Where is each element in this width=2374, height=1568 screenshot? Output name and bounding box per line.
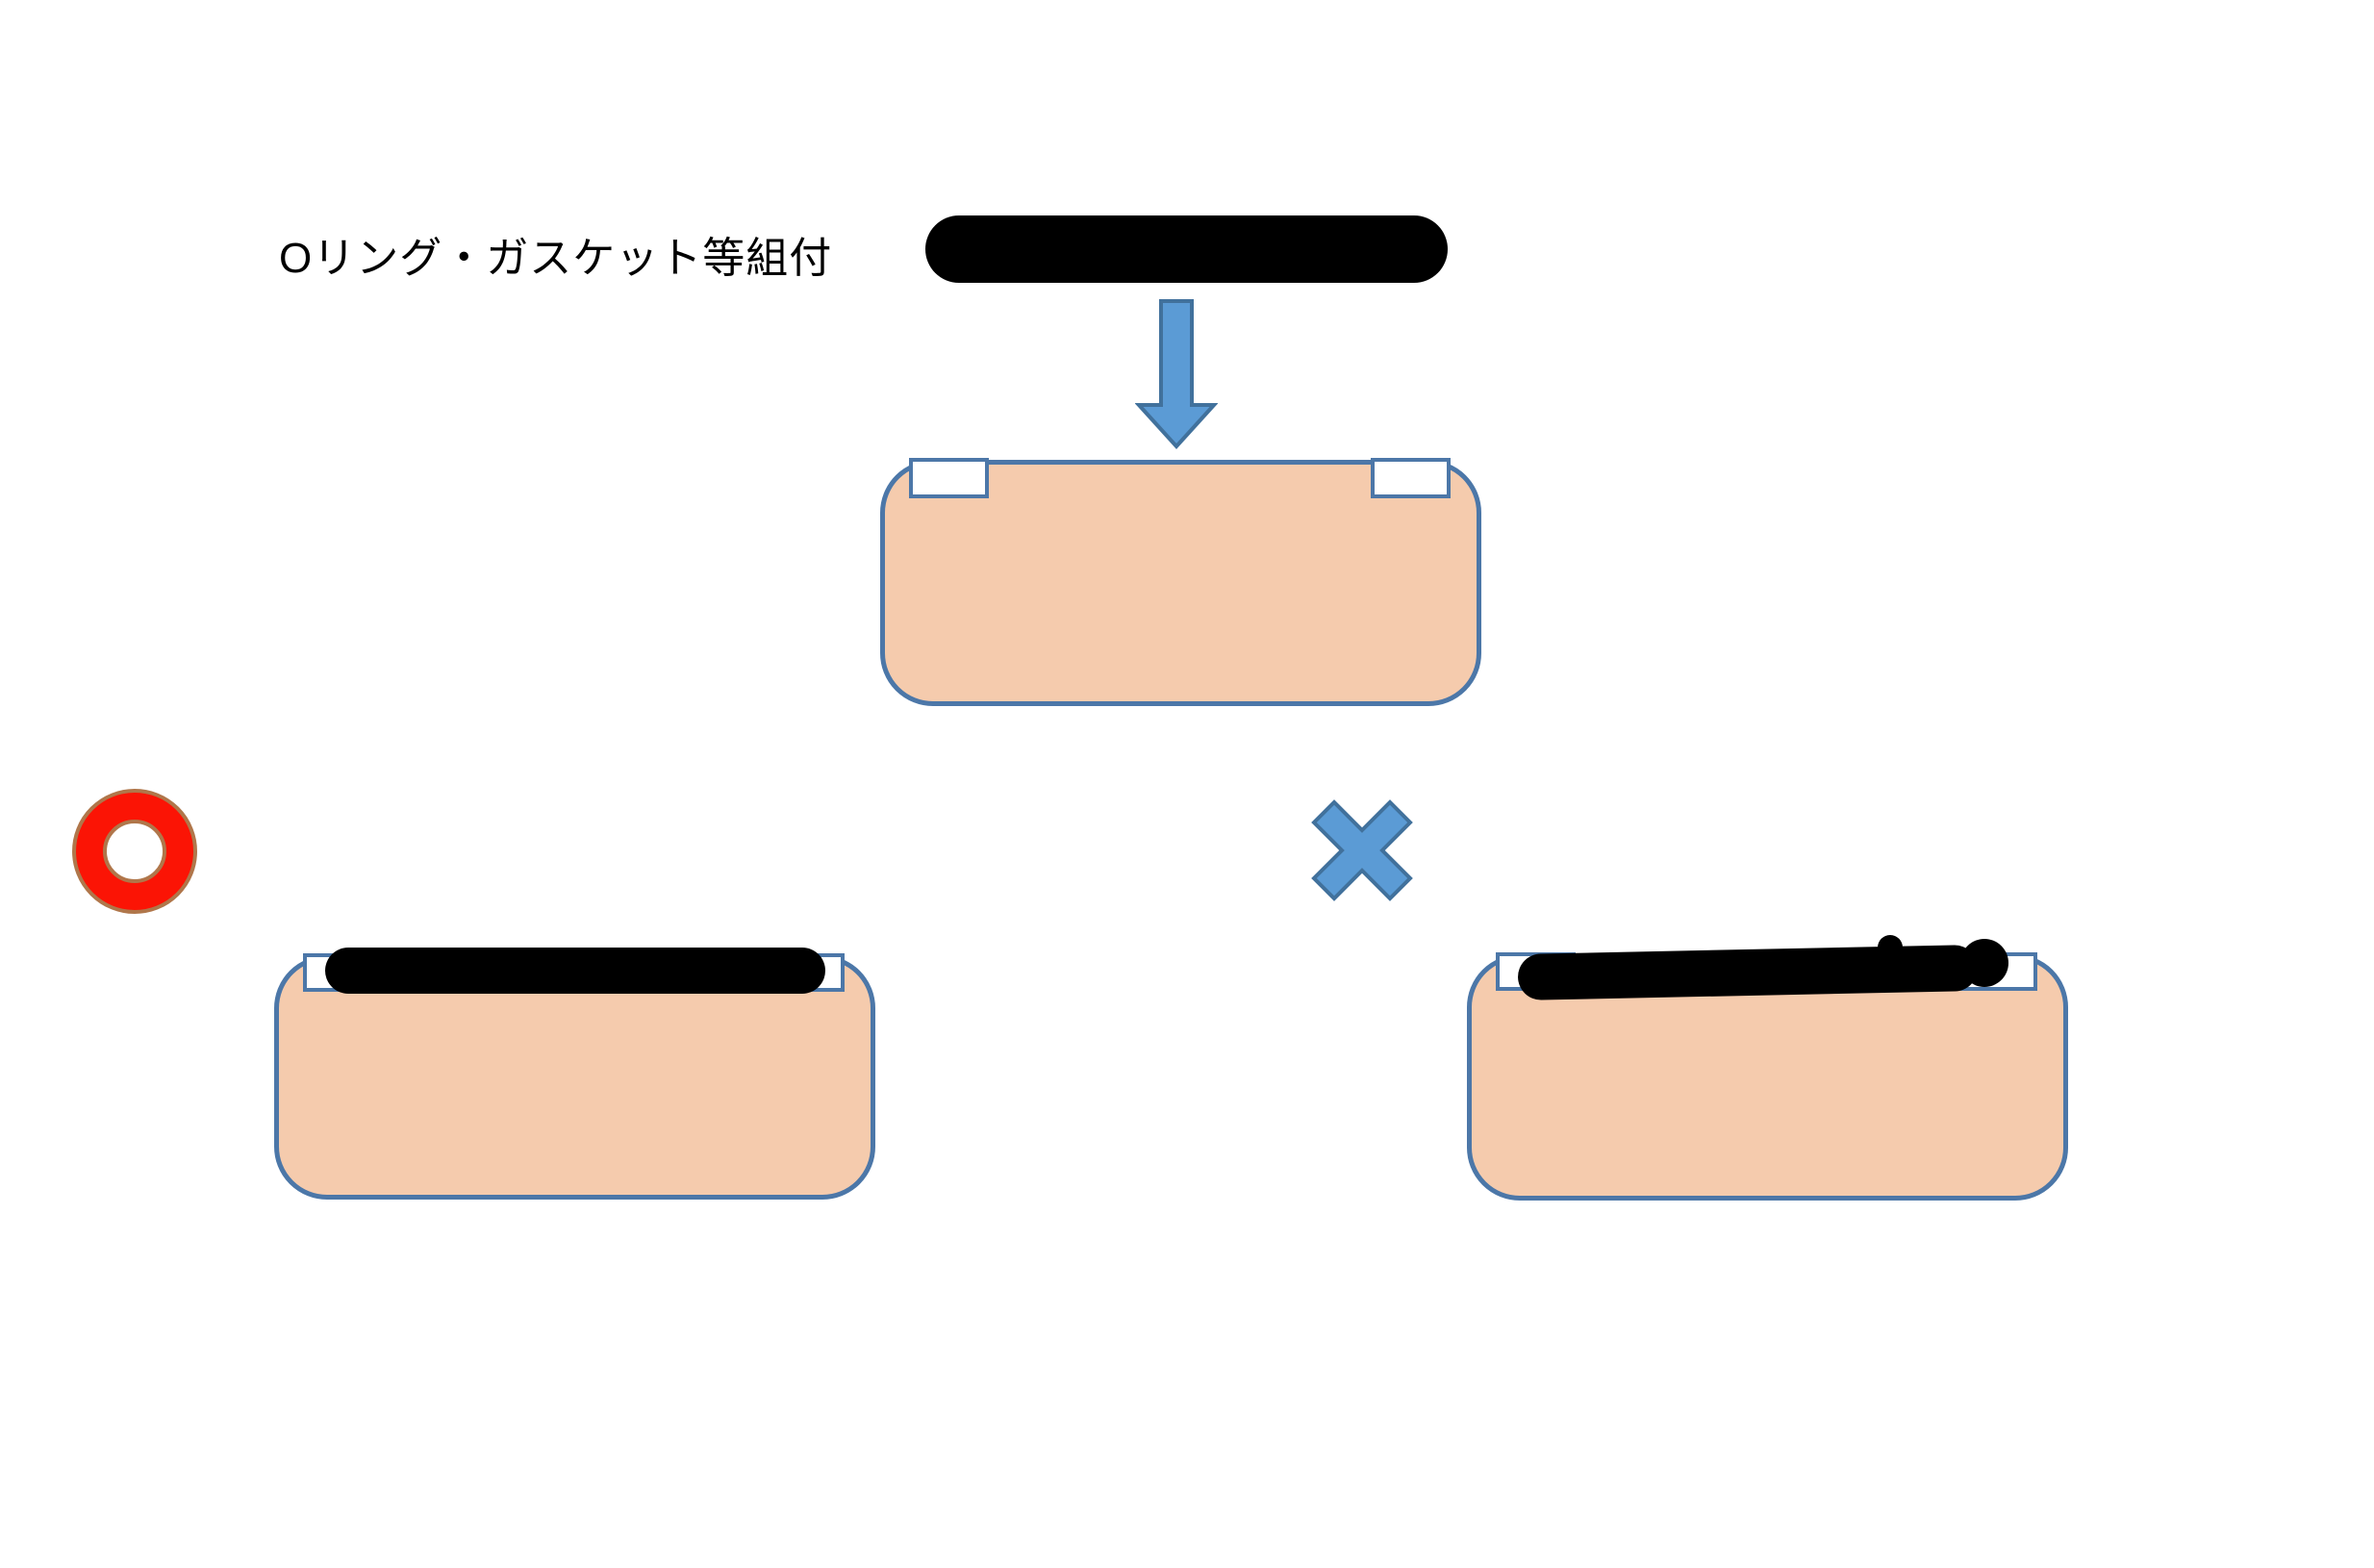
gasket-bar-incorrect	[1517, 945, 1979, 1000]
gasket-bar-top	[925, 215, 1448, 283]
housing-top-groove-left	[909, 458, 989, 498]
down-arrow-icon	[1134, 299, 1219, 451]
cross-ng-icon	[1303, 793, 1421, 908]
housing-top-groove-right	[1371, 458, 1451, 498]
housing-top	[880, 460, 1481, 706]
slide-title: Oリング・ガスケット等組付	[279, 235, 833, 282]
housing-correct	[274, 955, 875, 1200]
ok-ring-icon	[72, 789, 197, 914]
ok-ring-hole	[103, 820, 166, 883]
gasket-bulge-end	[1960, 939, 2008, 987]
cross-ng-shape	[1311, 799, 1413, 901]
gasket-bar-correct	[325, 948, 825, 994]
down-arrow-shape	[1134, 299, 1219, 449]
